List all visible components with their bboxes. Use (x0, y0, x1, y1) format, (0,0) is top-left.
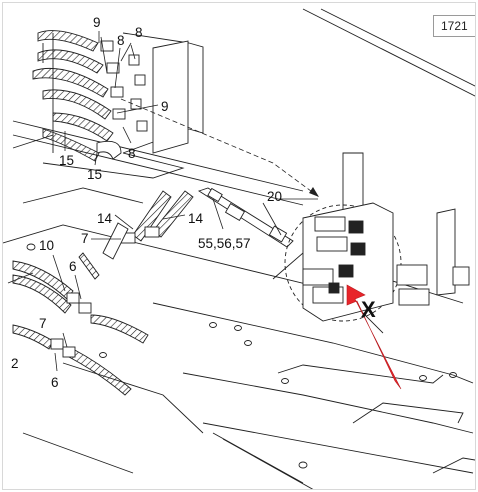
highlight-arrow (346, 284, 402, 390)
callout-x-marker: X (361, 297, 376, 322)
pipe-20-assembly (197, 187, 294, 248)
reference-arrowhead (309, 187, 319, 197)
callout-15-right: 15 (87, 167, 102, 182)
valve-block (284, 202, 470, 322)
callout-20: 20 (267, 189, 282, 204)
callout-8-lower: 8 (128, 146, 136, 161)
reference-dash (120, 98, 320, 198)
callout-9-right: 9 (161, 99, 169, 114)
callout-7-lower: 7 (39, 316, 47, 331)
lower-hose-assembly (12, 222, 149, 396)
callout-8-top: 8 (135, 25, 143, 40)
callout-8-mid: 8 (117, 33, 125, 48)
hose-14-pair (120, 190, 194, 244)
callout-14-left: 14 (97, 211, 113, 226)
callout-14-right: 14 (188, 211, 204, 226)
callout-15-left: 15 (59, 153, 74, 168)
callout-2: 2 (11, 356, 19, 371)
upper-hose-assembly (32, 30, 189, 162)
leader-lines (52, 31, 318, 372)
callout-6-lower: 6 (51, 375, 59, 390)
callout-7-upper: 7 (81, 231, 89, 246)
callout-9-top: 9 (93, 15, 101, 30)
callout-10: 10 (39, 238, 54, 253)
callout-6-upper: 6 (69, 259, 77, 274)
parts-diagram: 9 8 8 9 8 15 15 20 14 14 55,56,57 7 10 6… (3, 8, 475, 489)
callout-55-56-57: 55,56,57 (198, 236, 251, 251)
part-id-box: 1721 (433, 15, 475, 37)
